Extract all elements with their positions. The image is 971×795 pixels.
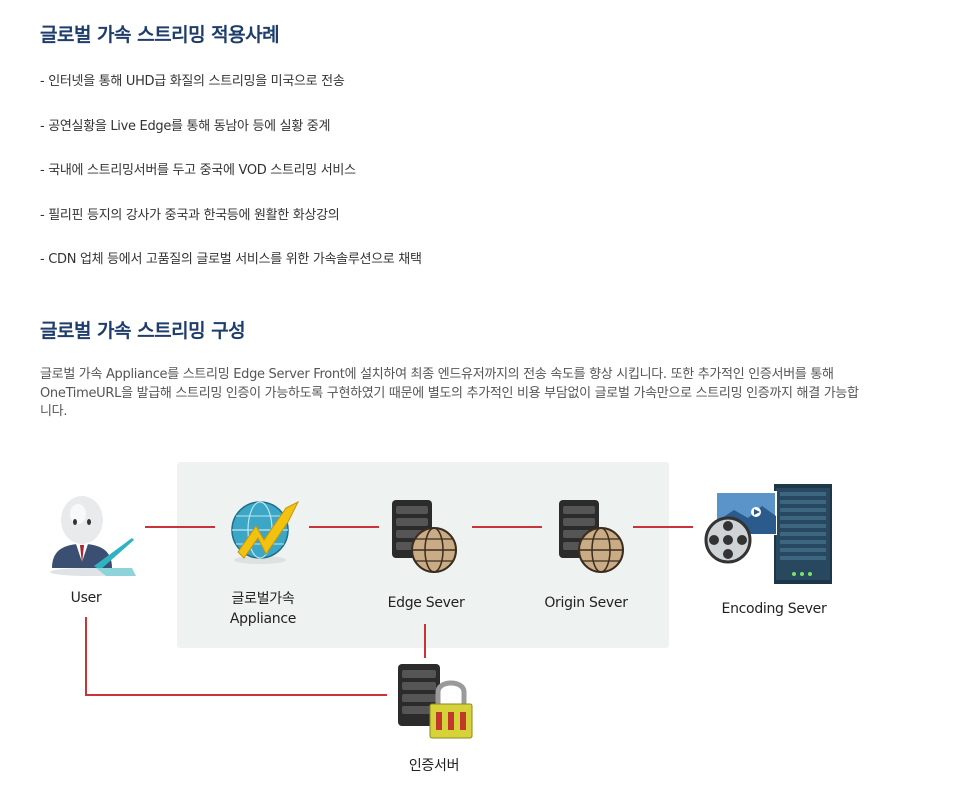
appliance-label-line1: 글로벌가속 bbox=[231, 591, 295, 607]
edge-server-label: Edge Sever bbox=[387, 595, 465, 611]
connector-user-appliance bbox=[145, 526, 215, 528]
config-description: 글로벌 가속 Appliance를 스트리밍 Edge Server Front… bbox=[40, 367, 859, 419]
cases-section-title: 글로벌 가속 스트리밍 적용사례 bbox=[40, 24, 280, 46]
list-item: - 필리핀 등지의 강사가 중국과 한국등에 원활한 화상강의 bbox=[40, 207, 340, 223]
list-item: - 공연실황을 Live Edge를 통해 동남아 등에 실황 중계 bbox=[40, 118, 331, 134]
server-lock-icon bbox=[398, 664, 473, 739]
server-globe-icon bbox=[559, 500, 624, 573]
list-item: - CDN 업체 등에서 고품질의 글로벌 서비스를 위한 가속솔루션으로 채택 bbox=[40, 252, 422, 267]
list-item: - 국내에 스트리밍서버를 두고 중국에 VOD 스트리밍 서비스 bbox=[40, 163, 356, 178]
encoding-server-label: Encoding Sever bbox=[721, 601, 827, 617]
connector-edge-auth bbox=[424, 624, 426, 658]
cases-list: - 인터넷을 통해 UHD급 화질의 스트리밍을 미국으로 전송 - 공연실황을… bbox=[40, 72, 422, 295]
user-label: User bbox=[70, 590, 102, 606]
connector-user-auth bbox=[85, 694, 387, 696]
globe-lightning-icon bbox=[231, 500, 300, 564]
list-item: - 인터넷을 통해 UHD급 화질의 스트리밍을 미국으로 전송 bbox=[40, 74, 345, 89]
connector-user-down bbox=[85, 617, 87, 696]
server-globe-icon bbox=[392, 500, 457, 573]
appliance-label-line2: Appliance bbox=[229, 611, 297, 627]
config-section-title: 글로벌 가속 스트리밍 구성 bbox=[40, 320, 246, 342]
auth-server-label: 인증서버 bbox=[408, 758, 460, 774]
connector-appliance-edge bbox=[309, 526, 379, 528]
film-reel-server-icon bbox=[704, 484, 832, 584]
connector-origin-encoding bbox=[633, 526, 693, 528]
user-laptop-icon bbox=[50, 496, 136, 576]
origin-server-label: Origin Sever bbox=[544, 595, 628, 611]
connector-edge-origin bbox=[472, 526, 542, 528]
